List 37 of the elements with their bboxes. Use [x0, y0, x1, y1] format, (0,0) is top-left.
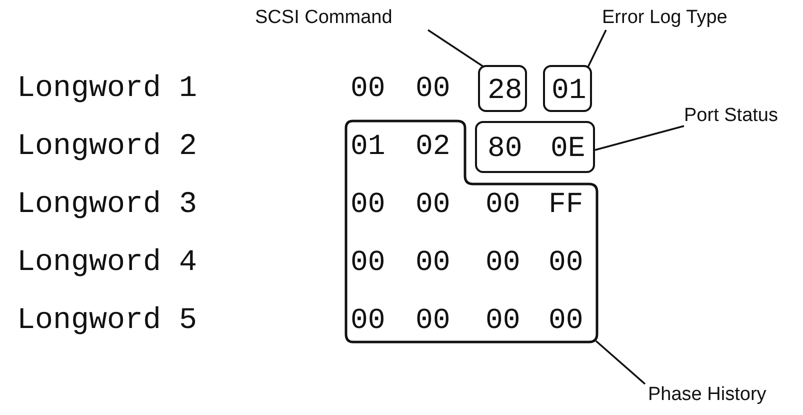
hex-byte: 00 — [548, 248, 584, 277]
hex-byte: 00 — [486, 306, 520, 335]
callout-label: Port Status — [684, 106, 778, 127]
hex-byte: 00 — [486, 190, 520, 219]
hex-byte: 00 — [350, 306, 386, 335]
row-label: Longword 4 — [17, 248, 198, 278]
field-outline — [475, 121, 595, 173]
hex-byte: 00 — [416, 306, 450, 335]
hex-byte: 00 — [416, 74, 450, 103]
field-outline — [543, 65, 592, 112]
leader-line — [594, 125, 684, 151]
row-label: Longword 1 — [17, 74, 198, 104]
hex-byte: 00 — [548, 306, 584, 335]
row-label: Longword 3 — [17, 190, 198, 220]
hex-byte: 00 — [486, 248, 520, 277]
field-outline — [345, 120, 598, 343]
callout-label: SCSI Command — [255, 8, 392, 29]
field-outline — [478, 65, 527, 112]
row-label: Longword 2 — [17, 132, 198, 162]
hex-byte: 00 — [416, 190, 450, 219]
hex-byte: 28 — [488, 76, 522, 105]
hex-byte: 80 — [488, 134, 522, 163]
row-label: Longword 5 — [17, 306, 198, 336]
leader-line — [587, 30, 607, 68]
hex-byte: FF — [548, 190, 584, 219]
hex-byte: 00 — [350, 190, 386, 219]
hex-byte: 00 — [350, 74, 386, 103]
leader-line — [595, 340, 646, 385]
hex-byte: 01 — [350, 132, 386, 161]
hex-byte: 00 — [416, 248, 450, 277]
hex-byte: 02 — [416, 132, 450, 161]
hex-byte: 0E — [550, 134, 586, 163]
callout-label: Phase History — [648, 385, 766, 406]
hex-byte: 01 — [552, 76, 586, 105]
hex-byte: 00 — [350, 248, 386, 277]
callout-label: Error Log Type — [602, 8, 728, 29]
leader-line — [428, 29, 484, 68]
